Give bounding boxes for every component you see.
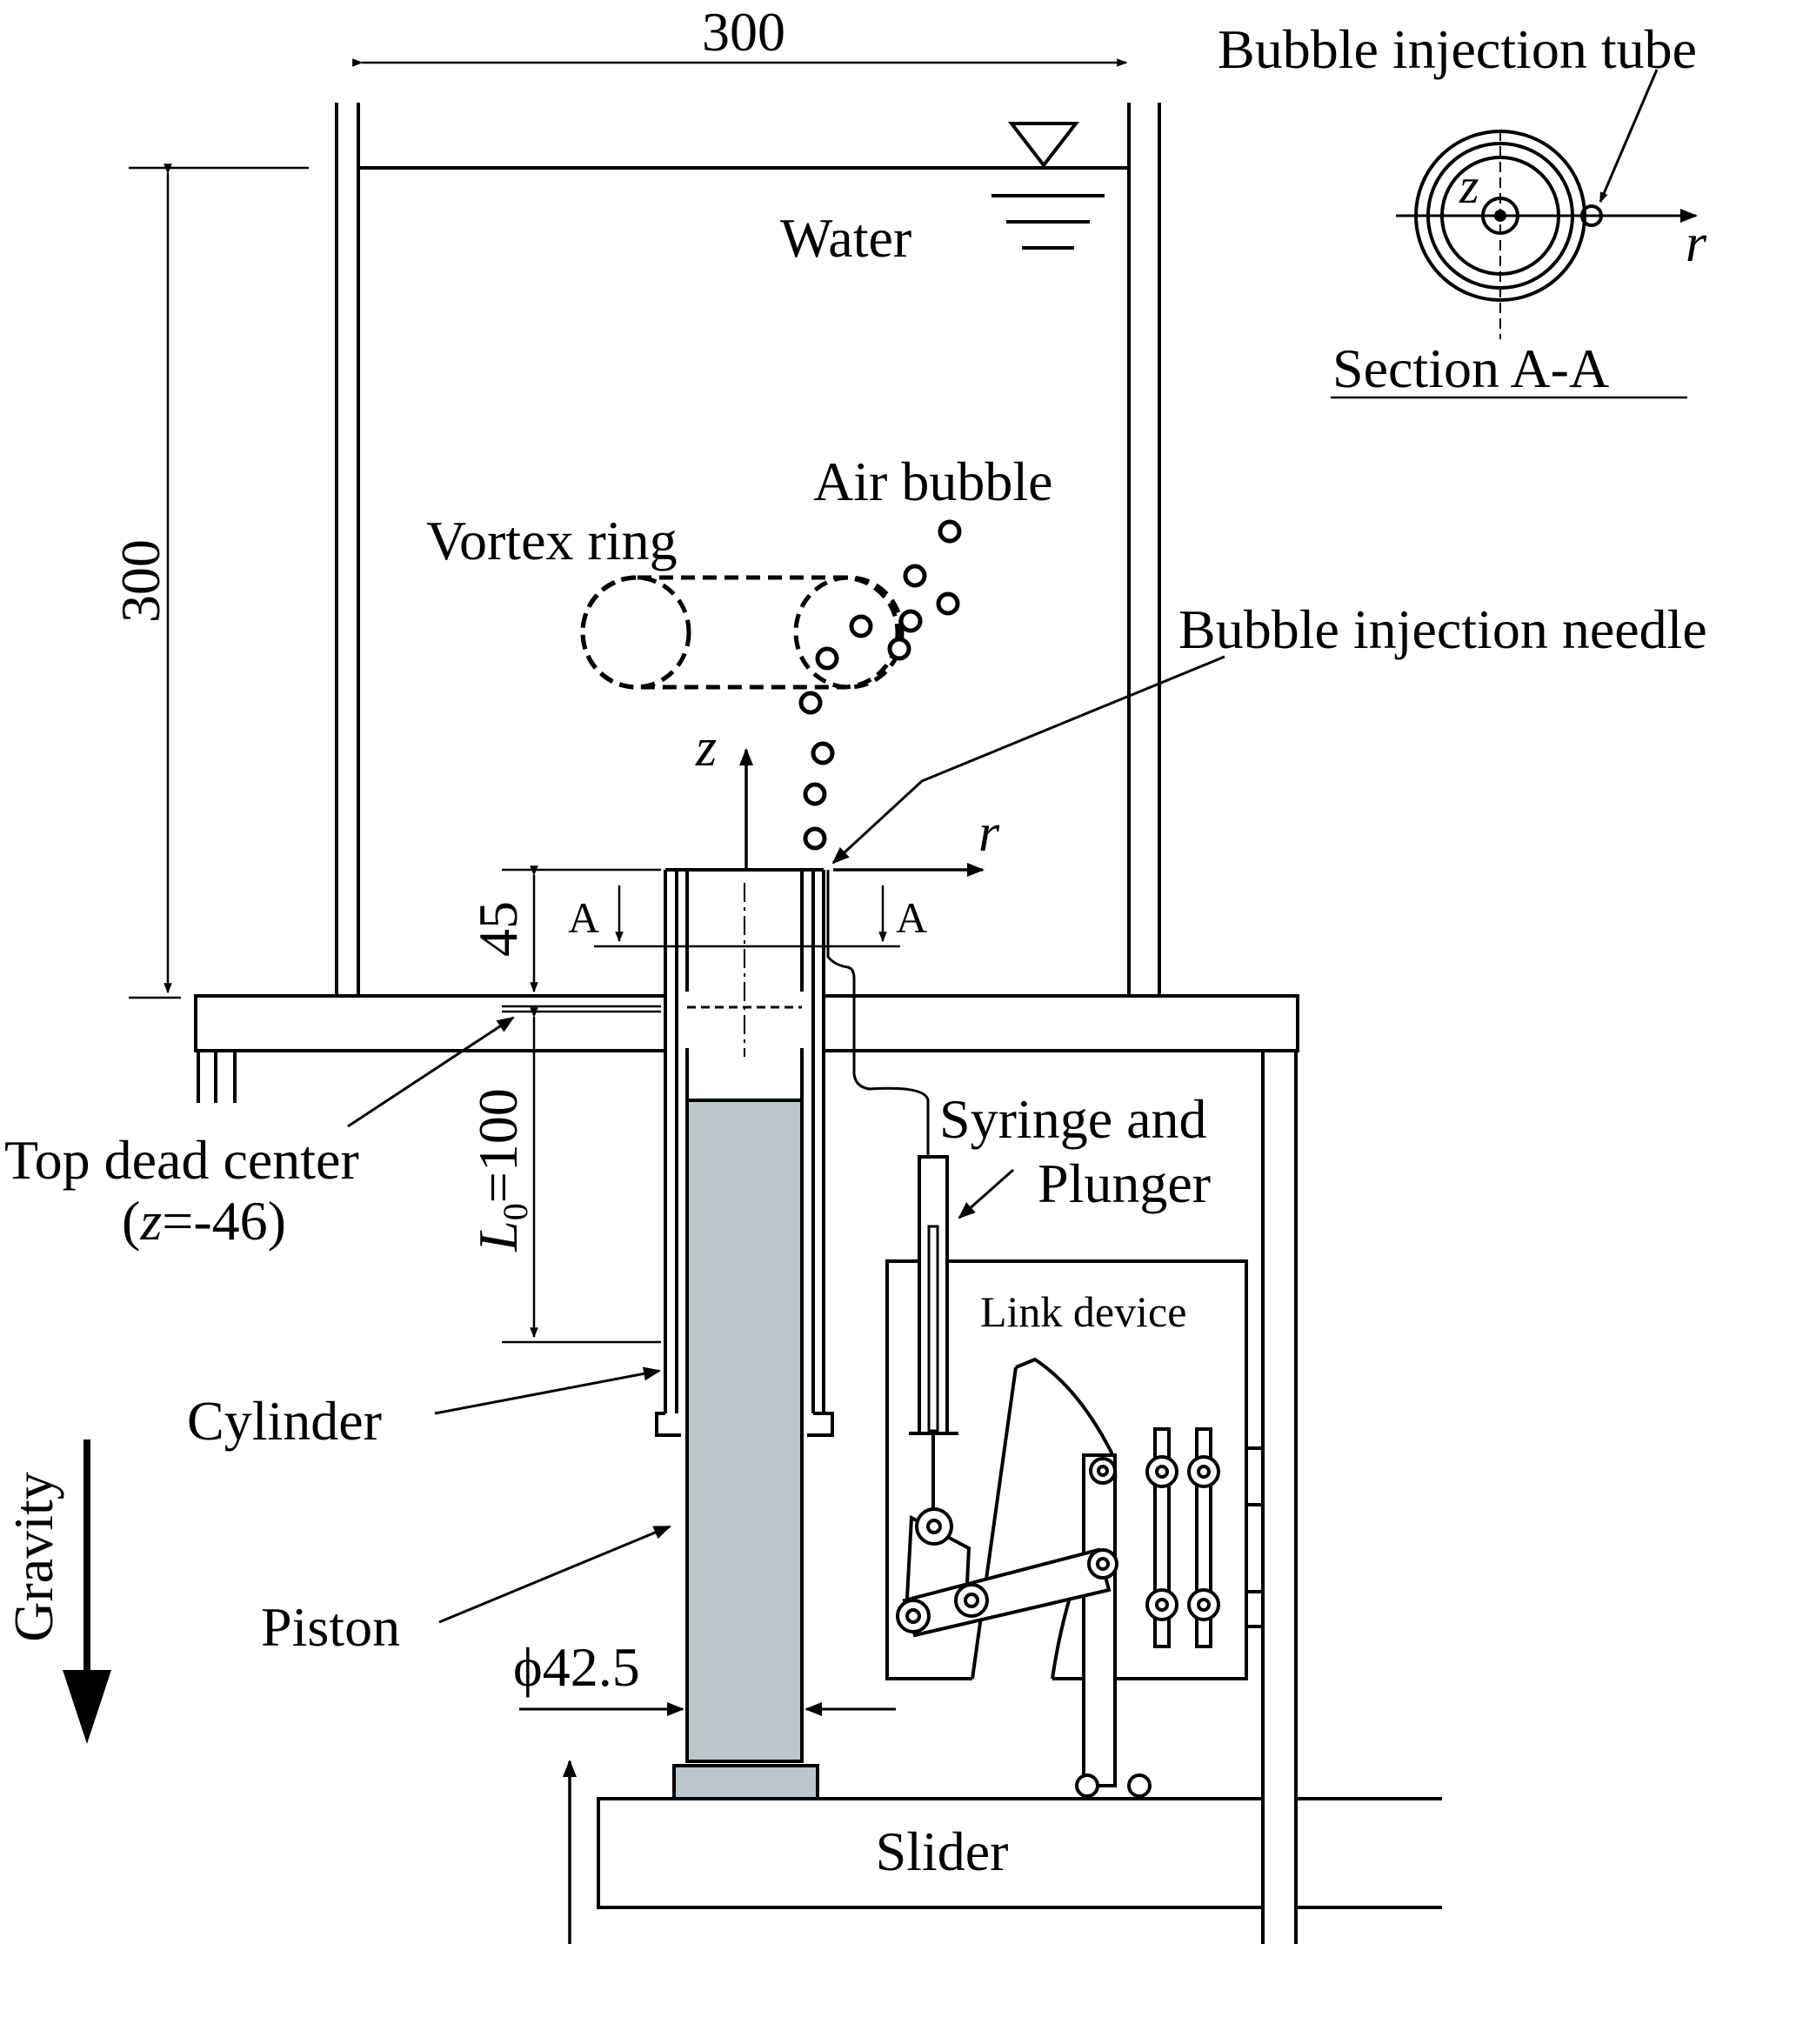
syringe-leader <box>958 1168 1014 1219</box>
r-axis-label: r <box>978 804 1000 863</box>
dim-l0 <box>502 1007 661 1344</box>
section-view <box>1331 69 1698 399</box>
gravity-arrow-icon <box>63 1439 111 1744</box>
dim-45 <box>502 865 661 1008</box>
water-label: Water <box>780 207 911 269</box>
top-width-label: 300 <box>702 1 785 63</box>
base-plate <box>194 994 1299 1944</box>
syringe <box>909 1155 958 1512</box>
vertical-link <box>1082 1453 1117 1787</box>
tdc-leader <box>347 1016 515 1128</box>
injection-tube-title: Bubble injection tube <box>1218 18 1697 80</box>
gravity-label: Gravity <box>3 1472 64 1642</box>
link-device-label: Link device <box>980 1287 1186 1336</box>
vortex-ring-label: Vortex ring <box>426 510 678 571</box>
tube-leader <box>1599 69 1659 204</box>
diameter-label: ϕ42.5 <box>513 1636 640 1698</box>
dim-45-label: 45 <box>467 901 529 957</box>
top-dead-center-label: Top dead center <box>4 1129 359 1191</box>
section-a-right-label: A <box>896 893 927 942</box>
piston-label: Piston <box>261 1596 400 1658</box>
piston-rod <box>685 1099 804 1763</box>
slider <box>563 1760 1442 1944</box>
needle-label: Bubble injection needle <box>1178 598 1707 660</box>
section-r-label: r <box>1686 214 1707 273</box>
needle-leader <box>831 655 1225 865</box>
cylinder-leader <box>434 1366 661 1415</box>
tank-height-label: 300 <box>110 539 171 623</box>
syringe-label: Syringe and <box>939 1088 1207 1150</box>
piston <box>672 1099 819 1800</box>
vortex-ring <box>580 575 905 690</box>
air-bubbles <box>798 519 962 851</box>
section-a-a-label: Section A-A <box>1332 337 1609 399</box>
tank-height-dimension <box>129 164 309 999</box>
air-bubble-label: Air bubble <box>813 451 1053 512</box>
plunger-label: Plunger <box>1038 1152 1211 1214</box>
section-z-label: z <box>1459 157 1479 214</box>
section-a-left-label: A <box>568 893 599 942</box>
water-level-icon <box>991 122 1105 250</box>
piston-leader <box>438 1525 671 1624</box>
section-a-markers <box>594 885 900 948</box>
cylinder-label: Cylinder <box>187 1390 382 1452</box>
injection-tube-line <box>826 870 930 1157</box>
piston-foot <box>672 1764 819 1800</box>
link-device <box>885 1259 1263 1798</box>
cylinder <box>655 868 834 1437</box>
top-dead-center-value: (z=-46) <box>122 1190 286 1252</box>
slider-label: Slider <box>876 1820 1009 1882</box>
tank <box>335 103 1161 994</box>
dim-l0-label: L0=100 <box>467 1088 535 1252</box>
z-axis-label: z <box>695 718 717 778</box>
